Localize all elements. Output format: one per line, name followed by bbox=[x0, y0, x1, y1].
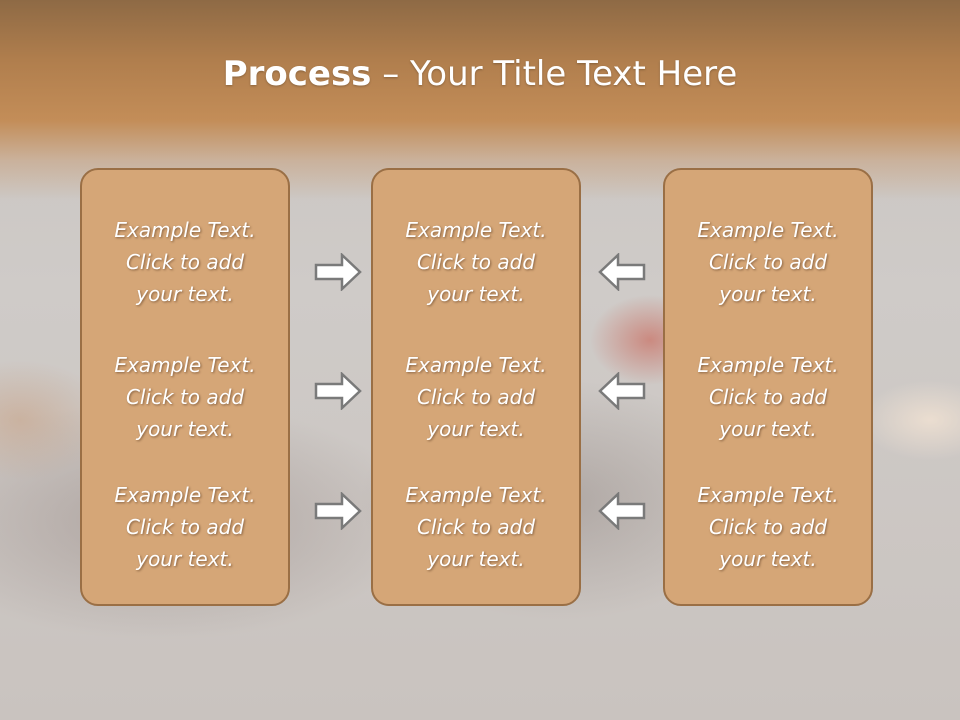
slide-title[interactable]: Process – Your Title Text Here bbox=[0, 52, 960, 96]
process-box-right[interactable]: Example Text. Click to add your text. Ex… bbox=[663, 168, 873, 606]
text-line: Click to add bbox=[125, 250, 245, 274]
text-line: Click to add bbox=[708, 515, 828, 539]
process-box-middle[interactable]: Example Text. Click to add your text. Ex… bbox=[371, 168, 581, 606]
text-line: your text. bbox=[427, 282, 525, 306]
text-block-middle-3[interactable]: Example Text. Click to add your text. bbox=[373, 479, 579, 575]
text-line: Click to add bbox=[416, 250, 536, 274]
text-line: Click to add bbox=[416, 385, 536, 409]
text-line: your text. bbox=[136, 547, 234, 571]
arrow-left-icon bbox=[598, 372, 646, 410]
text-block-right-2[interactable]: Example Text. Click to add your text. bbox=[665, 349, 871, 445]
text-line: Example Text. bbox=[697, 483, 839, 507]
text-line: Click to add bbox=[125, 385, 245, 409]
text-block-left-3[interactable]: Example Text. Click to add your text. bbox=[82, 479, 288, 575]
arrow-right-icon bbox=[314, 253, 362, 291]
text-line: Example Text. bbox=[697, 218, 839, 242]
title-bold: Process bbox=[222, 54, 372, 94]
text-line: Example Text. bbox=[697, 353, 839, 377]
text-line: Click to add bbox=[708, 250, 828, 274]
text-line: Example Text. bbox=[114, 483, 256, 507]
text-line: your text. bbox=[427, 547, 525, 571]
text-line: Click to add bbox=[125, 515, 245, 539]
text-line: your text. bbox=[719, 547, 817, 571]
text-line: Example Text. bbox=[405, 218, 547, 242]
text-block-right-3[interactable]: Example Text. Click to add your text. bbox=[665, 479, 871, 575]
arrow-left-icon bbox=[598, 492, 646, 530]
text-line: your text. bbox=[136, 417, 234, 441]
process-box-left[interactable]: Example Text. Click to add your text. Ex… bbox=[80, 168, 290, 606]
arrow-left-icon bbox=[598, 253, 646, 291]
text-block-left-1[interactable]: Example Text. Click to add your text. bbox=[82, 214, 288, 310]
text-block-middle-1[interactable]: Example Text. Click to add your text. bbox=[373, 214, 579, 310]
text-block-left-2[interactable]: Example Text. Click to add your text. bbox=[82, 349, 288, 445]
text-line: your text. bbox=[136, 282, 234, 306]
text-line: Example Text. bbox=[114, 218, 256, 242]
text-block-right-1[interactable]: Example Text. Click to add your text. bbox=[665, 214, 871, 310]
text-line: your text. bbox=[719, 417, 817, 441]
title-band bbox=[0, 0, 960, 200]
arrow-right-icon bbox=[314, 492, 362, 530]
title-rest: – Your Title Text Here bbox=[371, 54, 738, 94]
text-line: Click to add bbox=[416, 515, 536, 539]
arrow-right-icon bbox=[314, 372, 362, 410]
text-line: your text. bbox=[719, 282, 817, 306]
text-line: Example Text. bbox=[114, 353, 256, 377]
text-block-middle-2[interactable]: Example Text. Click to add your text. bbox=[373, 349, 579, 445]
text-line: your text. bbox=[427, 417, 525, 441]
text-line: Click to add bbox=[708, 385, 828, 409]
text-line: Example Text. bbox=[405, 353, 547, 377]
text-line: Example Text. bbox=[405, 483, 547, 507]
